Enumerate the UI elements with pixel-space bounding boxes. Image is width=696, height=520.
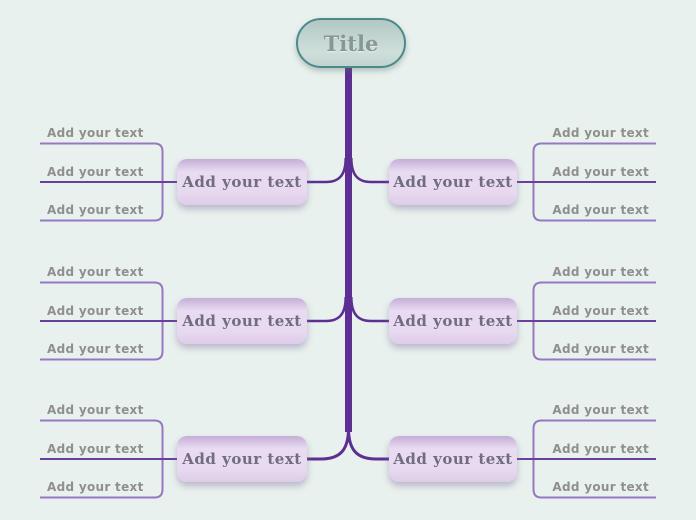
subtopic-label[interactable]: Add your text bbox=[47, 342, 144, 356]
subtopic-label[interactable]: Add your text bbox=[47, 403, 144, 417]
subtopic-label[interactable]: Add your text bbox=[47, 203, 144, 217]
subtopic-label[interactable]: Add your text bbox=[552, 203, 649, 217]
branch-node-label: Add your text bbox=[393, 450, 513, 468]
subtopic-label[interactable]: Add your text bbox=[552, 164, 649, 179]
branch-node-label: Add your text bbox=[393, 312, 513, 330]
subtopic-label[interactable]: Add your text bbox=[552, 342, 649, 356]
spine-split-left bbox=[307, 427, 350, 461]
spine-split-right bbox=[347, 427, 389, 461]
subtopic-label[interactable]: Add your text bbox=[47, 303, 144, 318]
subtopic-label[interactable]: Add your text bbox=[552, 403, 649, 417]
branch-node-right-1[interactable]: Add your text bbox=[389, 159, 517, 205]
junction-left-2 bbox=[307, 296, 347, 323]
subtopic-label[interactable]: Add your text bbox=[47, 441, 144, 456]
junction-left-1 bbox=[307, 157, 347, 184]
subtopic-label[interactable]: Add your text bbox=[552, 265, 649, 279]
branch-node-right-2[interactable]: Add your text bbox=[389, 298, 517, 344]
branch-node-label: Add your text bbox=[182, 173, 302, 191]
subtopic-label[interactable]: Add your text bbox=[47, 164, 144, 179]
branch-node-label: Add your text bbox=[393, 173, 513, 191]
branch-node-right-3[interactable]: Add your text bbox=[389, 436, 517, 482]
branch-node-left-3[interactable]: Add your text bbox=[177, 436, 307, 482]
branch-node-left-1[interactable]: Add your text bbox=[177, 159, 307, 205]
subtopic-label[interactable]: Add your text bbox=[47, 126, 144, 140]
subtopic-label[interactable]: Add your text bbox=[47, 480, 144, 494]
subtopic-label[interactable]: Add your text bbox=[47, 265, 144, 279]
subtopic-label[interactable]: Add your text bbox=[552, 303, 649, 318]
subtopic-label[interactable]: Add your text bbox=[552, 441, 649, 456]
branch-node-label: Add your text bbox=[182, 450, 302, 468]
title-label: Title bbox=[323, 30, 379, 56]
branch-node-left-2[interactable]: Add your text bbox=[177, 298, 307, 344]
title-node[interactable]: Title bbox=[296, 18, 406, 68]
subtopic-label[interactable]: Add your text bbox=[552, 480, 649, 494]
subtopic-label[interactable]: Add your text bbox=[552, 126, 649, 140]
branch-node-label: Add your text bbox=[182, 312, 302, 330]
junction-right-2 bbox=[350, 296, 389, 323]
junction-right-1 bbox=[350, 157, 389, 184]
